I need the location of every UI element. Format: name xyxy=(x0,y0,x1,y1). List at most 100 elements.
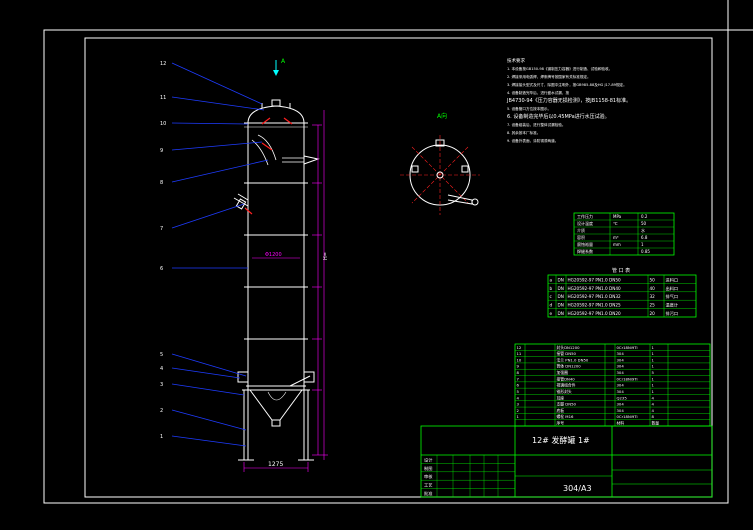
parts-cell: 10 xyxy=(517,357,522,362)
parts-cell: 材料 xyxy=(617,421,625,426)
title-label: 批准 xyxy=(424,490,432,497)
parts-cell: 接管DN40 xyxy=(557,376,576,381)
technical-notes: 技术要求 1. 本设备按GB150-98《钢制压力容器》进行制造、试验和验收。2… xyxy=(506,57,631,143)
nozzle-cell: a xyxy=(550,277,553,282)
design-cell: ℃ xyxy=(613,221,618,226)
nozzle-cell: b xyxy=(550,286,553,291)
nozzle-cell: 25 xyxy=(650,303,656,308)
balloon-label: 1 xyxy=(160,434,163,440)
balloon-leader xyxy=(171,367,241,379)
drawing-name: 12# 发酵罐 1# xyxy=(532,435,590,445)
balloon-leader xyxy=(171,159,269,183)
parts-cell: 304 xyxy=(617,357,625,362)
parts-cell: 1 xyxy=(652,376,655,381)
design-cell: 6.8 xyxy=(641,235,648,240)
shell-diameter-dimension: Φ1200 xyxy=(265,252,282,258)
nozzle-cell: HG20592-97 PN1.0 DN50 xyxy=(568,277,622,282)
nozzle-cell: 进料口 xyxy=(666,276,679,283)
note-line: 3. 焊接接头型式及尺寸，除图中注明外，按GB985-88及HG J17-89规… xyxy=(507,82,627,87)
base-width-dimension: 1275 xyxy=(268,461,283,468)
parts-cell: 2 xyxy=(517,408,520,413)
design-cell: MPa xyxy=(613,214,622,219)
parts-cell: 4 xyxy=(652,395,655,400)
nozzle-cell: 出料口 xyxy=(666,285,679,292)
balloon-leader xyxy=(171,409,247,431)
parts-cell: 封头DN1200 xyxy=(557,345,581,350)
balloon-label: 7 xyxy=(160,226,163,232)
parts-cell: 加强圈 xyxy=(557,370,569,375)
nozzle-cell: DN xyxy=(558,277,564,282)
note-line: 7. 设备组装后，进行整体试漏检验。 xyxy=(507,122,565,127)
view-label: A向 xyxy=(437,112,447,120)
nozzle-cell: 20 xyxy=(650,311,656,316)
parts-cell: 序号 xyxy=(557,421,565,426)
balloon-leader xyxy=(171,62,263,105)
notes-heading: 技术要求 xyxy=(507,57,525,64)
nozzle-cell: 温度计 xyxy=(666,302,679,309)
parts-cell: 11 xyxy=(517,351,522,356)
balloon-label: 6 xyxy=(160,266,163,272)
note-line: 5. 设备管口方位按本图示。 xyxy=(507,106,551,111)
nozzle-cell: HG20592-97 PN1.0 DN40 xyxy=(568,286,622,291)
nozzle-cell: 50 xyxy=(650,277,656,282)
drawing-frame xyxy=(43,0,753,504)
parts-cell: 0Cr18Ni9Ti xyxy=(617,414,638,419)
title-label: 设计 xyxy=(424,456,432,463)
note-line: 6. 设备制造完毕后以0.45MPa进行水压试验。 xyxy=(507,113,610,120)
balloon-label: 11 xyxy=(160,95,166,101)
parts-cell: Q235 xyxy=(617,395,628,400)
parts-cell: 6 xyxy=(517,383,520,388)
parts-cell: 螺栓 M16 xyxy=(557,414,574,419)
design-cell: 容积 xyxy=(577,234,585,240)
parts-cell: 304 xyxy=(617,402,625,407)
parts-cell: 4 xyxy=(652,402,655,407)
note-line: 1. 本设备按GB150-98《钢制压力容器》进行制造、试验和验收。 xyxy=(507,66,612,71)
parts-cell: 8 xyxy=(652,414,655,419)
balloon-leader xyxy=(171,203,245,229)
parts-cell: 支腿 DN50 xyxy=(557,402,577,407)
note-line: 4. 设备制造完毕后，进行盛水试漏，按 xyxy=(507,90,569,95)
balloon-label: 9 xyxy=(160,148,163,154)
parts-cell: 1 xyxy=(652,345,655,350)
parts-cell: 视镜组合件 xyxy=(557,383,576,388)
nozzle-cell: 排污口 xyxy=(666,310,679,317)
design-cell: 介质 xyxy=(577,227,585,233)
nozzle-cell: DN xyxy=(558,303,564,308)
parts-cell: 接管 DN50 xyxy=(557,351,577,356)
design-cell: 工作压力 xyxy=(577,213,593,219)
parts-cell: 耳座 xyxy=(557,395,565,400)
nozzle-cell: d xyxy=(550,303,553,308)
parts-cell: 数量 xyxy=(652,421,660,426)
parts-cell: 1 xyxy=(652,351,655,356)
design-cell: mm xyxy=(613,242,621,247)
nozzle-cell: 32 xyxy=(650,294,656,299)
a-direction-view: A向 xyxy=(400,112,480,215)
nozzle-cell: DN xyxy=(558,294,564,299)
parts-cell: 304 xyxy=(617,389,625,394)
nozzle-cell: e xyxy=(550,311,553,316)
design-cell: 0.2 xyxy=(641,214,648,219)
balloon-leader xyxy=(171,353,247,377)
parts-cell: 1 xyxy=(652,383,655,388)
balloon-label: 3 xyxy=(160,382,163,388)
title-label: 工艺 xyxy=(424,483,432,488)
nozzle-cell: c xyxy=(550,294,553,299)
parts-cell: 0Cr18Ni9Ti xyxy=(617,345,638,350)
nozzle-cell: 排气口 xyxy=(666,293,679,300)
balloon-leader xyxy=(171,122,249,125)
highlight-marks xyxy=(244,117,293,215)
parts-cell: 筒体 DN1200 xyxy=(557,364,582,369)
title-label: 审核 xyxy=(424,473,433,480)
design-cell: 腐蚀裕量 xyxy=(577,241,593,247)
design-cell: 水 xyxy=(641,227,645,233)
vessel-elevation: A xyxy=(233,58,320,461)
design-cell: m³ xyxy=(613,235,619,240)
parts-cell: 法兰 PN1.0 DN50 xyxy=(557,357,589,362)
parts-cell: 304 xyxy=(617,383,625,388)
nozzle-cell: HG20592-97 PN1.0 DN25 xyxy=(568,303,622,308)
